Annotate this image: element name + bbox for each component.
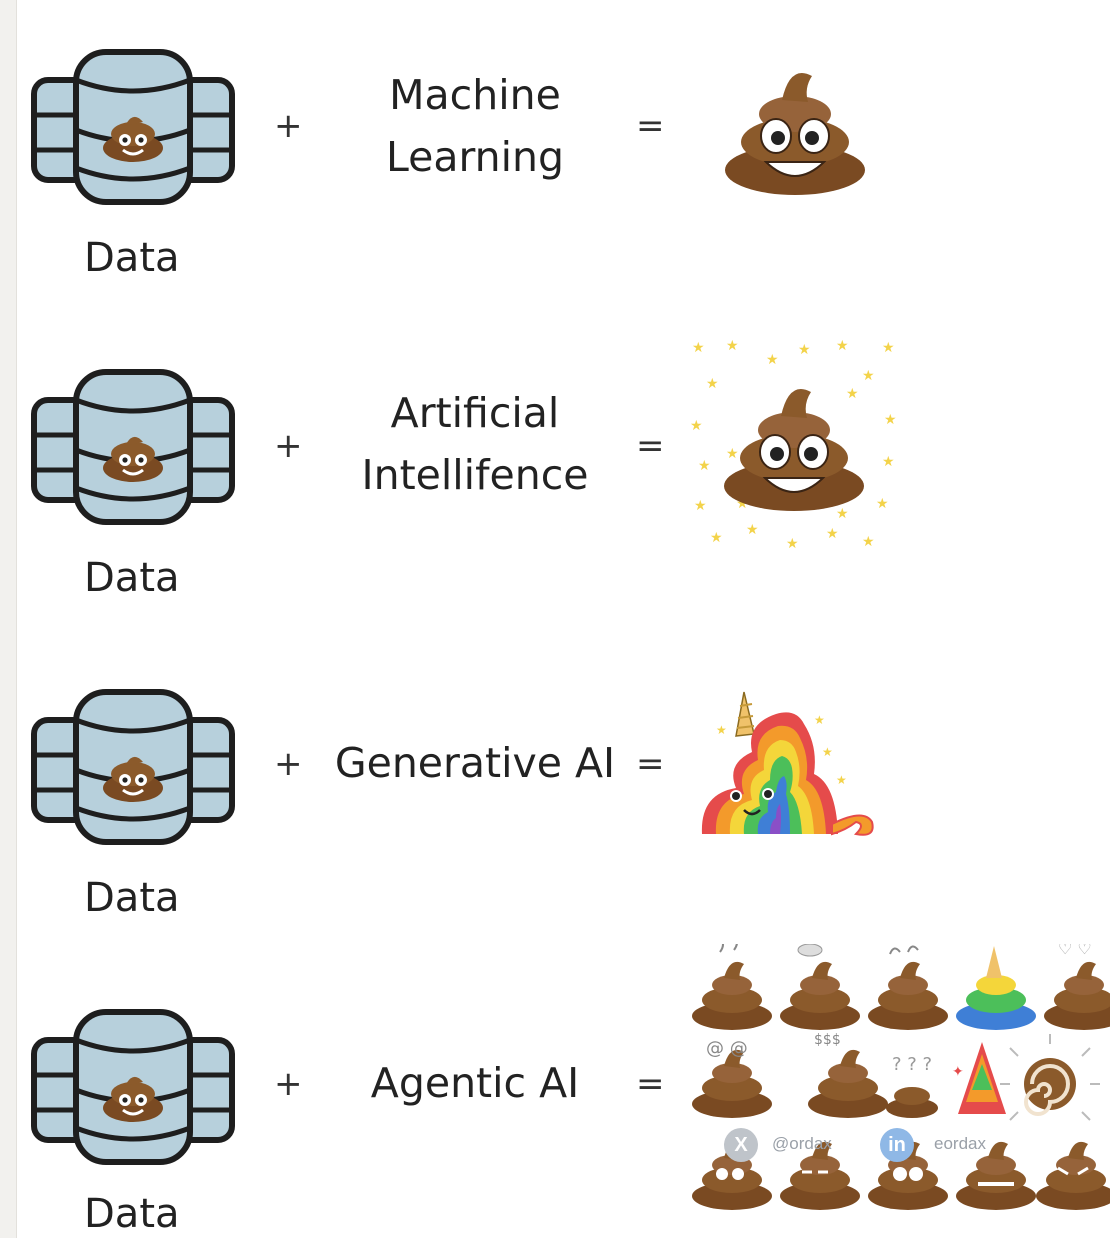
svg-text:★: ★ bbox=[692, 340, 705, 356]
linkedin-logo-icon: in bbox=[880, 1128, 914, 1162]
sparkly-poop-icon: ★★★★ ★★★★ ★★★★ ★★★★ ★★★★ ★★★ bbox=[690, 338, 897, 552]
plus-sign: + bbox=[274, 744, 303, 784]
svg-text:★: ★ bbox=[836, 338, 849, 354]
svg-text:★: ★ bbox=[726, 338, 739, 354]
svg-text:★: ★ bbox=[690, 418, 703, 434]
svg-text:★: ★ bbox=[862, 534, 875, 550]
term-line-2: Learning bbox=[386, 133, 564, 181]
svg-text:★: ★ bbox=[706, 376, 719, 392]
svg-text:? ? ?: ? ? ? bbox=[892, 1054, 932, 1075]
term-line-1: Generative AI bbox=[334, 739, 616, 787]
data-label: Data bbox=[84, 555, 180, 601]
svg-text:★: ★ bbox=[846, 386, 859, 402]
watermark-x-handle: @ordax bbox=[772, 1134, 832, 1153]
svg-text:★: ★ bbox=[862, 368, 875, 384]
term-label: Agentic AI bbox=[340, 1052, 610, 1114]
data-label: Data bbox=[84, 875, 180, 921]
row-machine-learning: Data + Machine Learning = bbox=[0, 0, 1114, 310]
term-label: Generative AI bbox=[330, 732, 620, 794]
svg-text:★: ★ bbox=[766, 352, 779, 368]
svg-text:★: ★ bbox=[716, 723, 727, 737]
poop-spiral-icon bbox=[1000, 1034, 1100, 1121]
equals-sign: = bbox=[636, 744, 665, 784]
x-logo-icon: X bbox=[724, 1128, 758, 1162]
poop-emoji-icon bbox=[725, 73, 865, 195]
rainbow-unicorn-poop-icon: ★★★★ bbox=[701, 691, 874, 836]
plus-sign: + bbox=[274, 426, 303, 466]
poop-hearts-icon: ♡ ♡ bbox=[1044, 944, 1110, 1030]
svg-text:★: ★ bbox=[882, 454, 895, 470]
row-generative-ai: Data + Generative AI = ★★★★ bbox=[0, 640, 1114, 950]
poop-rainbow-cone-icon: ✦ bbox=[952, 1042, 1006, 1114]
poop-money-icon: $$$ bbox=[808, 1032, 888, 1118]
row-artificial-intelligence: Data + Artificial Intellifence = ★★★★ ★★… bbox=[0, 320, 1114, 630]
poop-rainbow-small-icon bbox=[956, 946, 1036, 1030]
svg-text:★: ★ bbox=[694, 498, 707, 514]
equals-sign: = bbox=[636, 1064, 665, 1104]
equals-sign: = bbox=[636, 426, 665, 466]
svg-text:★: ★ bbox=[882, 340, 895, 356]
svg-text:★: ★ bbox=[836, 506, 849, 522]
svg-text:★: ★ bbox=[798, 342, 811, 358]
svg-text:♡ ♡: ♡ ♡ bbox=[1058, 944, 1092, 958]
svg-text:@ @: @ @ bbox=[706, 1038, 748, 1059]
term-line-1: Machine bbox=[389, 71, 561, 119]
svg-text:★: ★ bbox=[746, 522, 759, 538]
poop-angry-icon bbox=[1036, 1141, 1110, 1210]
database-poop-icon bbox=[31, 1009, 235, 1165]
svg-text:★: ★ bbox=[786, 536, 799, 552]
poop-dizzy-icon bbox=[868, 945, 948, 1030]
svg-text:★: ★ bbox=[876, 496, 889, 512]
poop-big-eyes-icon bbox=[692, 1141, 772, 1210]
poop-grid-icon: ♡ ♡ @ @ $$$ ? ? ? ✦ bbox=[692, 944, 1110, 1210]
poop-wide-eyes-icon bbox=[868, 1141, 948, 1210]
svg-text:★: ★ bbox=[822, 745, 833, 759]
plus-sign: + bbox=[274, 106, 303, 146]
term-line-1: Artificial bbox=[390, 389, 560, 437]
data-label: Data bbox=[84, 1191, 180, 1237]
svg-text:★: ★ bbox=[826, 526, 839, 542]
svg-text:$$$: $$$ bbox=[814, 1032, 841, 1048]
poop-smelly-icon bbox=[692, 944, 772, 1030]
term-label: Artificial Intellifence bbox=[340, 382, 610, 506]
row-agentic-ai: Data + Agentic AI = bbox=[0, 944, 1114, 1238]
poop-cloud-icon bbox=[780, 944, 860, 1030]
svg-text:★: ★ bbox=[698, 458, 711, 474]
poop-sleepy-icon bbox=[780, 1141, 860, 1210]
plus-sign: + bbox=[274, 1064, 303, 1104]
term-line-1: Agentic AI bbox=[370, 1059, 580, 1107]
left-edge-strip bbox=[0, 0, 17, 1238]
svg-text:✦: ✦ bbox=[952, 1064, 964, 1080]
svg-text:★: ★ bbox=[884, 412, 897, 428]
poop-confused-icon: ? ? ? bbox=[886, 1054, 938, 1118]
database-poop-icon bbox=[31, 689, 235, 845]
watermark-linkedin-handle: eordax bbox=[934, 1134, 986, 1153]
svg-text:★: ★ bbox=[726, 446, 739, 462]
svg-text:★: ★ bbox=[814, 713, 825, 727]
data-label: Data bbox=[84, 235, 180, 281]
database-poop-icon bbox=[31, 49, 235, 205]
database-poop-icon bbox=[31, 369, 235, 525]
poop-swirl-eyes-icon: @ @ bbox=[692, 1038, 772, 1118]
term-line-2: Intellifence bbox=[361, 451, 589, 499]
equals-sign: = bbox=[636, 106, 665, 146]
svg-text:★: ★ bbox=[836, 773, 847, 787]
term-label: Machine Learning bbox=[340, 64, 610, 188]
svg-text:★: ★ bbox=[710, 530, 723, 546]
poop-grimace-icon bbox=[956, 1141, 1036, 1210]
